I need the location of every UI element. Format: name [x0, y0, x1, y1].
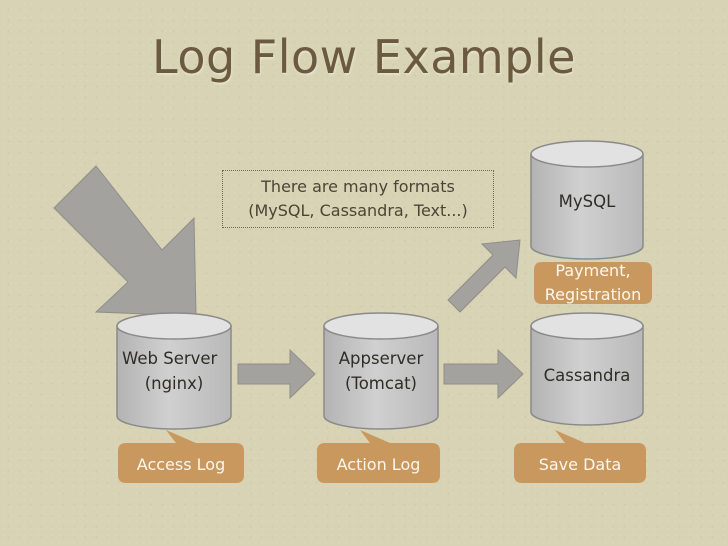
cassandra-cylinder: [530, 312, 644, 426]
payment-tag-line1: Payment,: [555, 261, 631, 280]
web-server-label: Web Server (nginx): [118, 346, 230, 396]
web-server-cylinder: [116, 312, 232, 430]
web-server-name: Web Server: [122, 349, 218, 368]
mysql-cylinder: [530, 140, 644, 260]
mysql-label: MySQL: [558, 192, 616, 211]
inbound-arrow: [53, 165, 197, 317]
appserver-sub: (Tomcat): [345, 374, 417, 393]
action-log-tag-shape: [317, 430, 440, 483]
save-data-tag: Save Data: [538, 455, 622, 474]
cassandra-label: Cassandra: [543, 366, 631, 385]
appserver-label: Appserver (Tomcat): [325, 346, 437, 396]
arrow-app-to-mysql: [447, 239, 521, 313]
appserver-name: Appserver: [338, 349, 424, 368]
access-log-tag: Access Log: [136, 455, 226, 474]
appserver-cylinder: [323, 312, 439, 430]
save-data-tag-shape: [514, 430, 646, 483]
formats-note-line2: (MySQL, Cassandra, Text...): [248, 201, 468, 220]
formats-note-line1: There are many formats: [261, 177, 455, 196]
arrow-app-to-cassandra: [443, 348, 524, 400]
action-log-tag: Action Log: [336, 455, 421, 474]
access-log-tag-shape: [118, 430, 244, 483]
formats-note: There are many formats (MySQL, Cassandra…: [222, 170, 494, 228]
payment-tag-shape: [534, 262, 652, 304]
slide-title: Log Flow Example: [152, 30, 576, 84]
arrow-web-to-app: [237, 348, 316, 400]
web-server-sub: (nginx): [144, 374, 204, 393]
payment-tag: Payment, Registration: [534, 259, 652, 307]
payment-tag-line2: Registration: [544, 285, 642, 304]
